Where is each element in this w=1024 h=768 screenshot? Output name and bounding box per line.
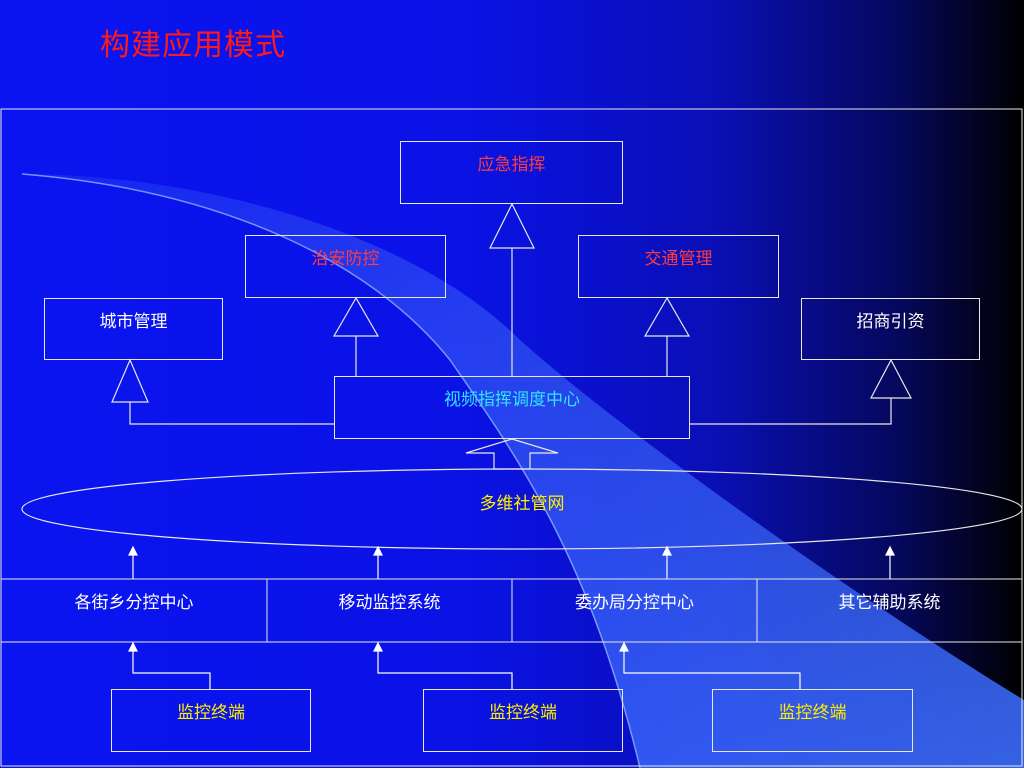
triangle-city bbox=[111, 358, 149, 403]
node-traffic: 交通管理 bbox=[578, 235, 779, 298]
terminal-3: 监控终端 bbox=[712, 689, 913, 752]
band-bureau-center: 委办局分控中心 bbox=[575, 593, 694, 613]
node-network: 多维社管网 bbox=[479, 494, 565, 514]
terminal-2: 监控终端 bbox=[423, 689, 623, 752]
node-city-management: 城市管理 bbox=[44, 298, 223, 360]
node-video-center: 视频指挥调度中心 bbox=[334, 376, 690, 439]
page-title: 构建应用模式 bbox=[100, 28, 286, 63]
node-investment: 招商引资 bbox=[801, 298, 980, 360]
decorative-beam bbox=[22, 174, 1024, 768]
band-mobile-monitoring: 移动监控系统 bbox=[338, 593, 441, 613]
node-public-security: 治安防控 bbox=[245, 235, 446, 298]
triangle-emergency bbox=[489, 202, 535, 249]
band-other-systems: 其它辅助系统 bbox=[838, 593, 941, 613]
band-street-center: 各街乡分控中心 bbox=[74, 593, 194, 613]
block-arrow-up bbox=[465, 438, 559, 470]
terminal-1: 监控终端 bbox=[111, 689, 311, 752]
decorative-arc bbox=[21, 173, 641, 768]
content-frame bbox=[0, 108, 1023, 767]
triangle-investment bbox=[870, 358, 912, 399]
triangle-public-security bbox=[332, 296, 380, 337]
triangle-traffic bbox=[643, 296, 691, 337]
node-emergency: 应急指挥 bbox=[400, 141, 623, 204]
